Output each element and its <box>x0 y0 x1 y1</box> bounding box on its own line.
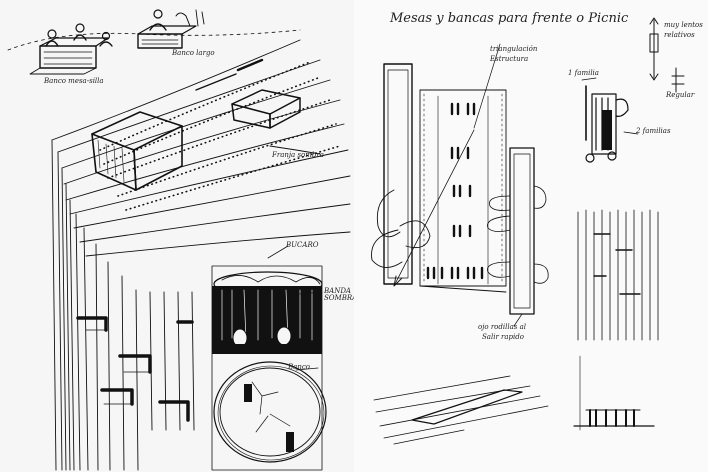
left-page-drawing <box>7 9 351 471</box>
bench-elevation <box>573 355 655 431</box>
label-banda-sombra: BANDA SOMBRA <box>324 287 358 303</box>
label-dos-familias: 2 familias <box>636 127 671 135</box>
right-page-drawing <box>371 17 685 445</box>
family-table-sketch <box>581 77 639 163</box>
height-arrows <box>649 17 685 93</box>
label-franja-sombra: Franja sombra <box>272 151 324 159</box>
label-banco: Banco <box>288 363 310 371</box>
label-banco-largo: Banco largo <box>172 49 215 57</box>
long-bench-plan <box>371 63 475 287</box>
label-muy-lentos-1: muy lentos <box>664 21 703 29</box>
label-rodillas-1: ojo rodillas al <box>478 323 526 331</box>
dotted-texture <box>99 61 341 211</box>
label-rodillas-2: Salir rapido <box>482 333 524 341</box>
planter-elevation <box>211 245 323 471</box>
label-banco-mesa-silla: Banco mesa-silla <box>44 77 104 85</box>
label-triangulacion: triangulación <box>490 45 538 53</box>
label-estructura: Estructura <box>490 55 529 63</box>
label-muy-lentos-2: relativos <box>664 31 695 39</box>
perspective-ground-lines <box>51 39 351 257</box>
left-sketch-page: Banco mesa-silla Banco largo Franja somb… <box>0 0 358 472</box>
table-plan <box>419 43 507 293</box>
planter-plan <box>213 361 327 463</box>
label-bucaro: BUCARO <box>286 241 319 249</box>
side-bench-plan <box>487 147 549 327</box>
label-una-familia: 1 familia <box>568 69 599 77</box>
perspective-study <box>373 375 549 445</box>
right-sketch-page: Mesas y bancas para frente o Picnic tria… <box>354 0 708 472</box>
page-title: Mesas y bancas para frente o Picnic <box>390 11 629 26</box>
stripe-elevation <box>577 209 659 341</box>
picnic-tables-vignette <box>7 9 301 75</box>
vertical-lines <box>51 139 195 471</box>
plan-bench-marks <box>76 316 194 422</box>
label-regular: Regular <box>666 91 695 99</box>
bench-boxes <box>91 58 321 191</box>
